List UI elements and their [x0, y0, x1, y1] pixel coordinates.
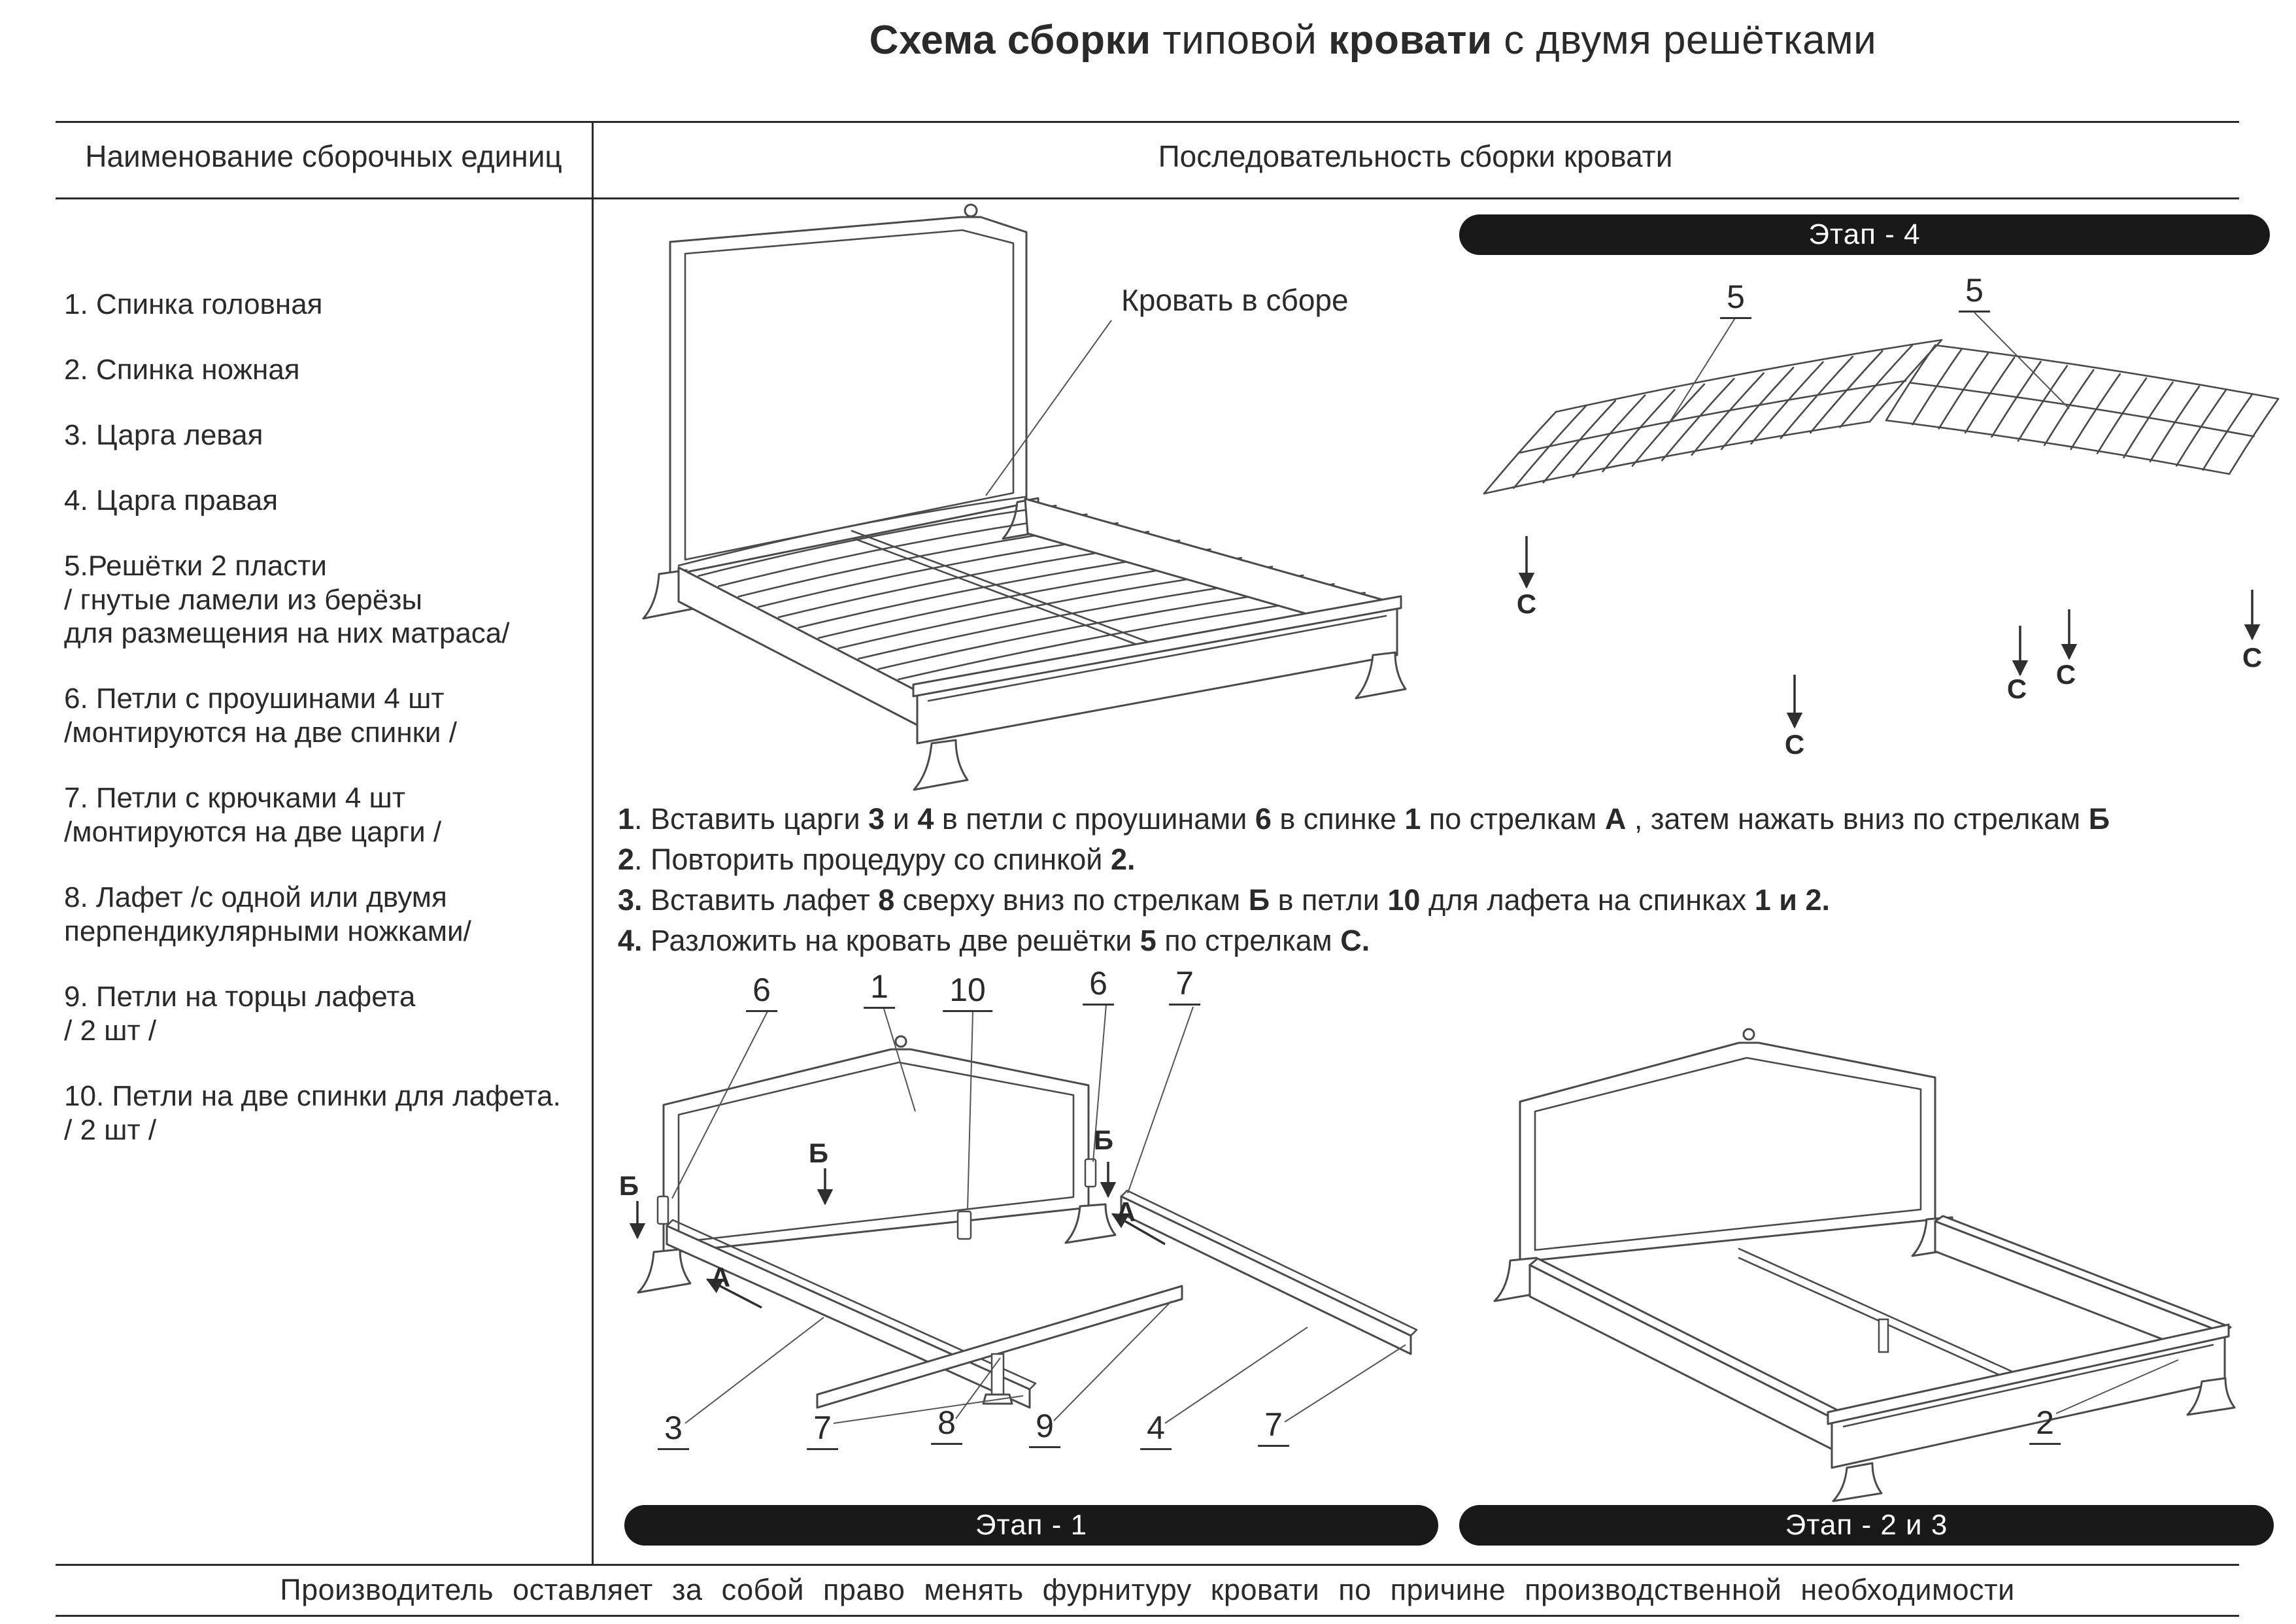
stage-2-3-diagram [1493, 1028, 2236, 1502]
page-title: Схема сборки типовой кровати с двумя реш… [686, 17, 2059, 63]
right-column-header: Последовательность сборки кровати [1158, 139, 1673, 173]
assembled-bed-caption: Кровать в сборе [1121, 283, 1349, 317]
leader-7-left [833, 1395, 1024, 1424]
rail-right-drawing [1120, 1189, 1418, 1355]
rule-bottom [56, 1615, 2239, 1617]
instruction-line: 1. Вставить царги 3 и 4 в петли с проуши… [618, 802, 2110, 836]
label-hinge-6-right: 6 [1083, 964, 1114, 1006]
instruction-line: 3. Вставить лафет 8 сверху вниз по стрел… [618, 883, 1831, 917]
left-slat-base-ribs [1483, 339, 1943, 495]
parts-list-item: 10. Петли на две спинки для лафета./ 2 ш… [64, 1079, 561, 1146]
assembled-bed-diagram [642, 203, 1407, 791]
headboard-exploded [637, 1035, 1117, 1294]
leader-7-top [1127, 1006, 1194, 1194]
leader-9 [1053, 1300, 1172, 1421]
label-hook-7-left: 7 [807, 1409, 838, 1450]
right-slat-base [1885, 344, 2280, 475]
footboard-frame [1827, 1323, 2236, 1502]
instruction-line: 2. Повторить процедуру со спинкой 2. [618, 843, 1136, 877]
leader-6-right [1092, 1004, 1107, 1162]
leader-5-right [1974, 312, 2070, 409]
arrow-a-right [1111, 1213, 1166, 1245]
title-regular-1: типовой [1151, 18, 1329, 63]
label-arrow-a-right: А [1115, 1196, 1136, 1227]
leader-2 [2055, 1359, 2179, 1414]
label-arrow-c-1: С [1516, 588, 1537, 619]
parts-list-item: 6. Петли с проушинами 4 шт/монтируются н… [64, 683, 457, 749]
rule-under-headers [56, 197, 2239, 199]
assembly-instructions: 1. Вставить царги 3 и 4 в петли с проуши… [618, 799, 2272, 961]
center-rail [851, 530, 1161, 654]
label-arrow-c-2: С [1784, 729, 1805, 760]
title-bold-2: кровати [1328, 18, 1493, 63]
hinge-lafet [956, 1210, 972, 1240]
label-headboard-1: 1 [864, 968, 895, 1009]
label-hook-7-top: 7 [1169, 964, 1200, 1006]
leader-4 [1164, 1327, 1308, 1424]
parts-list-item: 7. Петли с крючками 4 шт/монтируются на … [64, 782, 442, 849]
arrow-a-left [705, 1278, 762, 1309]
label-arrow-b-left: Б [618, 1170, 639, 1201]
lafet-leg [1878, 1318, 1889, 1353]
label-arrow-b-right: Б [1093, 1125, 1114, 1155]
left-slat-base [1483, 339, 1943, 495]
leader-5-left [1666, 316, 1736, 427]
leader-3 [684, 1317, 824, 1424]
parts-list-item: 9. Петли на торцы лафета/ 2 шт / [64, 980, 416, 1047]
right-slat-base-ribs [1885, 344, 2280, 475]
title-regular-2: с двумя решётками [1492, 18, 1877, 63]
stage-4-banner: Этап - 4 [1459, 214, 2270, 255]
label-lafet-8: 8 [931, 1404, 962, 1445]
label-arrow-c-3: С [2006, 673, 2027, 704]
label-arrow-b-center: Б [808, 1138, 829, 1168]
parts-list-item: 2. Спинка ножная [64, 353, 300, 386]
label-slat-base-left: 5 [1720, 278, 1751, 319]
instruction-line: 4. Разложить на кровать две решётки 5 по… [618, 924, 1370, 958]
leader-8 [955, 1357, 1001, 1419]
footer-note: Производитель оставляет за собой право м… [280, 1573, 2015, 1606]
column-divider [592, 121, 594, 1564]
stage-1-banner: Этап - 1 [624, 1505, 1438, 1546]
frame-rails [1528, 1215, 2232, 1451]
parts-list: 1. Спинка головная 2. Спинка ножная 3. Цар… [64, 288, 587, 1178]
label-rail-3: 3 [658, 1409, 689, 1450]
caption-leader-line [985, 320, 1112, 496]
label-arrow-c-5: С [2242, 642, 2263, 673]
stage-1-diagram [629, 1004, 1418, 1424]
leader-1 [883, 1008, 916, 1112]
leader-7-right [1284, 1344, 1406, 1423]
parts-list-item: 5.Решётки 2 пласти/ гнутые ламели из бер… [64, 549, 510, 650]
rule-above-footer [56, 1564, 2239, 1566]
rail-left-drawing [666, 1219, 1037, 1409]
label-arrow-c-4: С [2055, 659, 2076, 690]
leader-6-left [671, 1009, 769, 1199]
leader-10 [967, 1011, 973, 1210]
label-slat-base-right: 5 [1959, 271, 1990, 313]
label-hook-7-right: 7 [1258, 1406, 1289, 1447]
label-lafet-end-9: 9 [1029, 1407, 1060, 1448]
stage-4-diagram [1483, 312, 2280, 729]
label-hinge-6-left: 6 [746, 971, 777, 1012]
hinge-eyelet-left [656, 1195, 669, 1225]
left-column-header: Наименование сборочных единиц [85, 139, 562, 173]
label-arrow-a-left: А [710, 1262, 731, 1293]
footboard-drawing [912, 595, 1407, 791]
side-rails [677, 498, 1397, 727]
parts-list-item: 4. Царга правая [64, 484, 279, 516]
title-bold-1: Схема сборки [869, 18, 1151, 63]
headboard-frame [1493, 1028, 1963, 1302]
label-footboard-2: 2 [2029, 1404, 2061, 1445]
stage-2-3-banner: Этап - 2 и 3 [1459, 1505, 2274, 1546]
label-hinge-10: 10 [943, 971, 992, 1012]
label-rail-4: 4 [1140, 1409, 1172, 1450]
parts-list-item: 3. Царга левая [64, 418, 263, 451]
hinge-eyelet-right [1084, 1158, 1097, 1188]
rule-top [56, 121, 2239, 123]
parts-list-item: 1. Спинка головная [64, 288, 323, 320]
